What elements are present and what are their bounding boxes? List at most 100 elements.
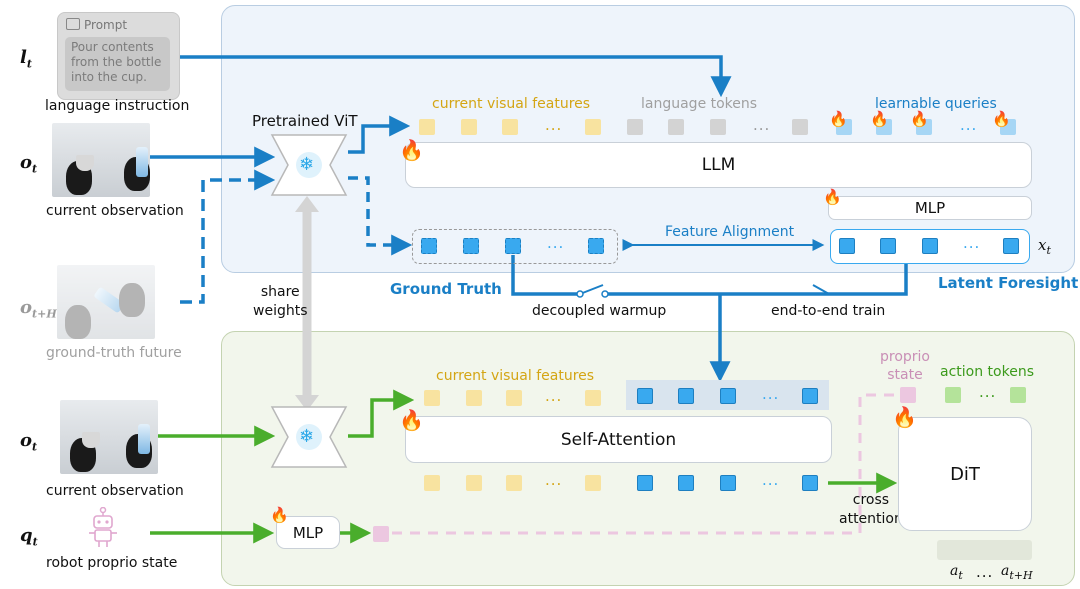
fire-icon: 🔥	[870, 110, 889, 128]
foresight-token	[720, 388, 736, 404]
language-token-ellipsis: ...	[753, 116, 771, 134]
gt-token	[505, 238, 521, 254]
cross-attention-label: cross attention	[839, 492, 903, 527]
foresight-token-ellipsis: ...	[762, 385, 780, 403]
self-attention-label: Self-Attention	[560, 429, 677, 450]
end-to-end-train-label: end-to-end train	[771, 303, 886, 319]
llm-label: LLM	[701, 155, 736, 175]
prompt-title: Prompt	[66, 18, 127, 32]
foresight-output-token	[678, 475, 694, 491]
var-q-t: qt	[20, 525, 38, 549]
latent-foresight-label: Latent Foresight	[938, 274, 1079, 292]
proprio-embedding-token	[373, 526, 389, 542]
llm-block: LLM	[405, 142, 1032, 188]
latent-token	[1003, 238, 1019, 254]
latent-token-ellipsis: ...	[963, 234, 981, 252]
ground-truth-token-group	[412, 229, 618, 264]
proprio-state-label: proprio state	[880, 349, 930, 383]
foresight-output-token	[802, 475, 818, 491]
observation-image-bottom	[60, 400, 158, 474]
visual-token	[419, 119, 435, 135]
bottom-current-visual-features-label: current visual features	[436, 368, 595, 384]
visual-output-token	[585, 475, 601, 491]
pretrained-vit-label: Pretrained ViT	[252, 112, 358, 130]
visual-token	[466, 390, 482, 406]
caption-current-observation-bottom: current observation	[46, 483, 184, 499]
dit-label: DiT	[950, 463, 980, 485]
language-tokens-label: language tokens	[641, 96, 758, 112]
visual-token	[461, 119, 477, 135]
vit-encoder-top	[270, 134, 348, 196]
var-a-t: at	[950, 563, 963, 582]
self-attention-block: Self-Attention	[405, 416, 832, 463]
foresight-token	[678, 388, 694, 404]
visual-output-ellipsis: ...	[545, 471, 563, 489]
top-current-visual-features-label: current visual features	[432, 96, 591, 112]
share-weights-label: share weights	[253, 284, 308, 319]
fire-icon: 🔥	[270, 506, 289, 524]
observation-image-top	[52, 123, 150, 197]
var-a-t-plus-h: at+H	[1001, 563, 1033, 582]
language-token	[792, 119, 808, 135]
action-token	[1010, 387, 1026, 403]
snowflake-icon: ❄	[299, 426, 315, 447]
robot-icon	[89, 507, 117, 547]
visual-token	[585, 119, 601, 135]
language-token	[668, 119, 684, 135]
proprio-token	[900, 387, 916, 403]
fire-icon: 🔥	[992, 110, 1011, 128]
var-o-t-top: ot	[20, 152, 38, 176]
var-l-t: lt	[20, 47, 32, 71]
visual-token-ellipsis: ...	[545, 387, 563, 405]
visual-output-token	[466, 475, 482, 491]
mlp-label-top: MLP	[914, 199, 946, 217]
foresight-token	[637, 388, 653, 404]
visual-token-ellipsis: ...	[545, 116, 563, 134]
fire-icon: 🔥	[892, 405, 917, 429]
visual-token	[506, 390, 522, 406]
action-tokens-label: action tokens	[940, 364, 1034, 380]
vit-encoder-bottom	[270, 406, 348, 468]
gt-token	[421, 238, 437, 254]
visual-output-token	[506, 475, 522, 491]
caption-ground-truth-future: ground-truth future	[46, 345, 182, 361]
query-token	[1000, 119, 1016, 135]
action-token	[945, 387, 961, 403]
ground-truth-label: Ground Truth	[390, 280, 502, 298]
prompt-icon	[66, 18, 80, 30]
visual-token	[424, 390, 440, 406]
visual-output-token	[424, 475, 440, 491]
gt-token-ellipsis: ...	[547, 234, 565, 252]
prompt-card: Prompt Pour contents from the bottle int…	[57, 12, 180, 100]
learnable-queries-label: learnable queries	[875, 96, 997, 112]
fire-icon: 🔥	[829, 110, 848, 128]
mlp-block-top: MLP	[828, 196, 1032, 220]
foresight-token	[802, 388, 818, 404]
action-token-ellipsis: ...	[979, 383, 997, 401]
fire-icon: 🔥	[910, 110, 929, 128]
caption-language-instruction: language instruction	[45, 98, 190, 114]
fire-icon: 🔥	[399, 408, 424, 432]
fire-icon: 🔥	[823, 188, 842, 206]
mlp-block-bottom: MLP	[276, 516, 340, 549]
visual-token	[585, 390, 601, 406]
query-token-ellipsis: ...	[960, 116, 978, 134]
var-x-t: xt	[1038, 236, 1051, 257]
latent-token	[839, 238, 855, 254]
latent-token	[922, 238, 938, 254]
feature-alignment-label: Feature Alignment	[665, 224, 795, 240]
query-token	[836, 119, 852, 135]
gt-token	[588, 238, 604, 254]
prompt-text: Pour contents from the bottle into the c…	[65, 37, 170, 91]
visual-token	[502, 119, 518, 135]
var-o-t-bottom: ot	[20, 430, 38, 454]
caption-robot-proprio-state: robot proprio state	[46, 555, 178, 571]
var-o-t-plus-h: ot+H	[20, 297, 57, 321]
action-ellipsis: ...	[976, 563, 994, 581]
action-trajectory-thumbnail	[937, 540, 1032, 560]
foresight-output-token	[637, 475, 653, 491]
query-token	[876, 119, 892, 135]
gt-token	[463, 238, 479, 254]
caption-current-observation-top: current observation	[46, 203, 184, 219]
